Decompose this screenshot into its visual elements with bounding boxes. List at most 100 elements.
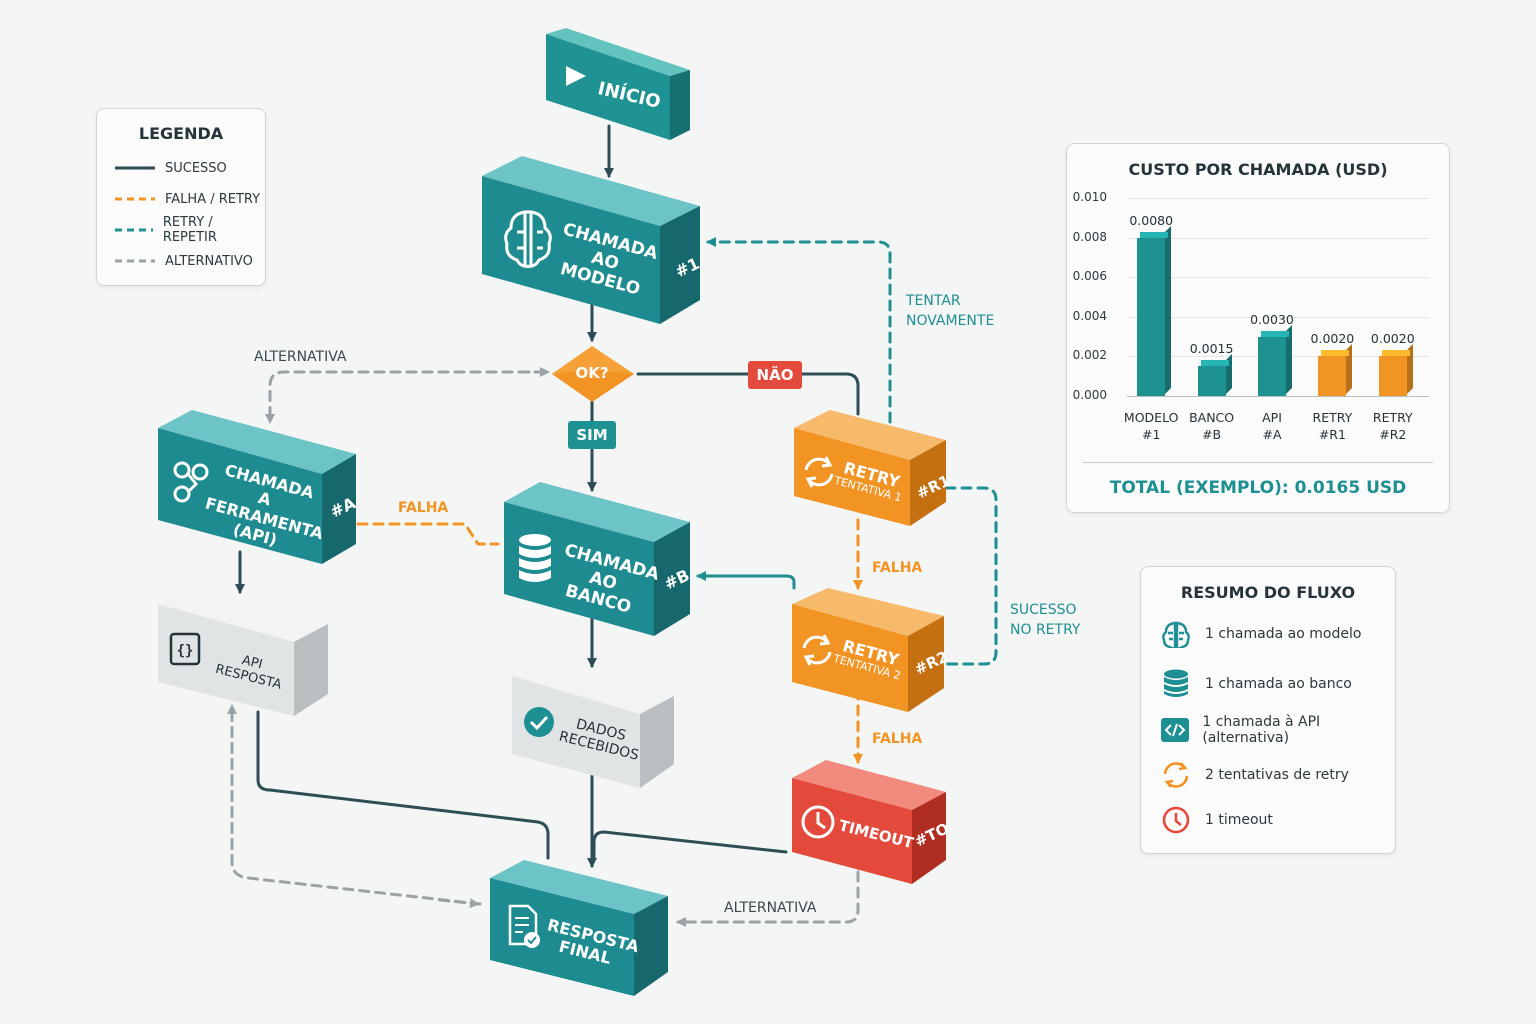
x-category-label: RETRY#R1 bbox=[1302, 410, 1362, 444]
grid-line bbox=[1127, 277, 1429, 279]
label-tentar: TENTAR NOVAMENTE bbox=[906, 291, 994, 331]
label-sucesso-line2: NO RETRY bbox=[1010, 622, 1081, 638]
label-sucesso-retry: SUCESSO NO RETRY bbox=[1010, 600, 1080, 640]
legend-line-teal bbox=[115, 228, 153, 232]
node-final[interactable] bbox=[490, 860, 668, 996]
node-inicio[interactable] bbox=[546, 28, 690, 140]
x-category-label: API#A bbox=[1242, 410, 1302, 444]
node-modelo[interactable] bbox=[482, 156, 700, 324]
label-alternativa-bottom: ALTERNATIVA bbox=[724, 900, 817, 916]
label-falha-api: FALHA bbox=[398, 500, 449, 516]
x-category-label: MODELO#1 bbox=[1121, 410, 1181, 444]
summary-text: 1 chamada ao modelo bbox=[1205, 626, 1362, 642]
label-alternativa-top: ALTERNATIVA bbox=[254, 349, 347, 365]
node-decisao[interactable] bbox=[552, 346, 634, 402]
cost-chart-panel: CUSTO POR CHAMADA (USD) 0.000 0.002 0.004 0… bbox=[1066, 143, 1450, 513]
chart-total: TOTAL (EXEMPLO): 0.0165 USD bbox=[1109, 478, 1407, 498]
node-api-resposta[interactable]: {} bbox=[158, 588, 328, 716]
summary-item-retry: 2 tentativas de retry bbox=[1159, 760, 1349, 790]
grid-line bbox=[1127, 237, 1429, 239]
x-category-line: RETRY bbox=[1372, 410, 1413, 425]
x-category-line: #R2 bbox=[1379, 426, 1407, 442]
decisao-label: OK? bbox=[575, 364, 609, 382]
summary-item-api: 1 chamada à API (alternativa) bbox=[1159, 714, 1395, 746]
y-tick-label: 0.000 bbox=[1072, 388, 1107, 402]
grid-line bbox=[1127, 396, 1429, 397]
summary-item-timeout: 1 timeout bbox=[1159, 805, 1273, 835]
bar-2 bbox=[1258, 336, 1286, 396]
edge-api-final bbox=[256, 710, 550, 860]
x-category-line: #A bbox=[1262, 426, 1282, 442]
node-banco[interactable] bbox=[504, 482, 690, 636]
grid-line bbox=[1127, 198, 1429, 199]
x-category-line: RETRY bbox=[1312, 410, 1353, 425]
database-icon bbox=[519, 534, 551, 582]
edge-timeout-final bbox=[592, 830, 788, 860]
edge-ferramenta-banco bbox=[356, 522, 500, 546]
legend-line-gray bbox=[115, 259, 155, 263]
summary-panel: RESUMO DO FLUXO 1 chamada ao modelo 1 ch… bbox=[1140, 566, 1396, 854]
node-dados[interactable] bbox=[512, 662, 674, 788]
node-retry2[interactable] bbox=[792, 588, 944, 712]
bar-value-label: 0.0015 bbox=[1189, 341, 1234, 357]
x-category-line: #R1 bbox=[1318, 426, 1346, 442]
bar-top-4 bbox=[1381, 350, 1410, 357]
legend-label: RETRY / REPETIR bbox=[162, 215, 217, 245]
label-falha-r1: FALHA bbox=[872, 560, 923, 576]
y-tick-label: 0.002 bbox=[1072, 348, 1107, 363]
bar-3 bbox=[1318, 356, 1347, 396]
edge-retry2-banco bbox=[696, 571, 796, 590]
bar-value-label: 0.0020 bbox=[1310, 331, 1355, 347]
x-category-line: MODELO bbox=[1123, 410, 1179, 425]
bar-side-0 bbox=[1165, 225, 1172, 394]
clock-icon bbox=[801, 805, 835, 839]
code-icon bbox=[1159, 715, 1190, 745]
summary-title: RESUMO DO FLUXO bbox=[1180, 583, 1356, 602]
summary-item-banco: 1 chamada ao banco bbox=[1159, 669, 1352, 699]
legend-panel: LEGENDA SUCESSO FALHA / RETRY RETRY / RE… bbox=[96, 108, 266, 286]
x-category-label: RETRY#R2 bbox=[1363, 410, 1423, 444]
bar-top-0 bbox=[1140, 231, 1169, 238]
document-check-icon bbox=[508, 904, 540, 948]
x-category-label: BANCO#B bbox=[1182, 410, 1242, 444]
summary-text: 1 chamada ao banco bbox=[1205, 676, 1352, 692]
badge-sim bbox=[568, 421, 616, 449]
tool-icon bbox=[173, 461, 209, 503]
node-retry1[interactable] bbox=[794, 410, 946, 526]
brain-icon bbox=[1159, 619, 1193, 649]
check-circle-icon bbox=[524, 707, 554, 737]
svg-text:{}: {} bbox=[177, 643, 194, 659]
bar-1 bbox=[1197, 366, 1226, 396]
nao-label: NÃO bbox=[756, 366, 794, 384]
clock-icon bbox=[1159, 805, 1193, 835]
edge-decisao-ferramenta bbox=[265, 370, 546, 424]
legend-item-alternativo: ALTERNATIVO bbox=[115, 251, 253, 271]
legend-line-orange bbox=[115, 197, 155, 201]
chart-divider bbox=[1083, 462, 1433, 463]
summary-text: 2 tentativas de retry bbox=[1205, 767, 1349, 783]
legend-title: LEGENDA bbox=[138, 124, 224, 143]
y-tick-label: 0.004 bbox=[1072, 308, 1107, 323]
play-icon bbox=[566, 66, 586, 86]
grid-line bbox=[1127, 316, 1429, 318]
summary-text: 1 timeout bbox=[1205, 812, 1273, 828]
edge-retry1-modelo bbox=[706, 237, 892, 424]
bar-value-label: 0.0030 bbox=[1250, 311, 1294, 327]
bar-top-2 bbox=[1261, 330, 1289, 337]
node-ferramenta[interactable] bbox=[158, 410, 356, 564]
brain-icon bbox=[504, 210, 552, 268]
chart-title: CUSTO POR CHAMADA (USD) bbox=[1128, 160, 1388, 179]
edge-timeout-final-alt bbox=[676, 870, 860, 927]
legend-item-falha: FALHA / RETRY bbox=[115, 189, 260, 209]
label-falha-r2: FALHA bbox=[872, 731, 923, 747]
node-timeout[interactable] bbox=[792, 760, 946, 884]
label-tentar-line1: TENTAR bbox=[906, 293, 961, 309]
edge-final-api-arrow bbox=[438, 898, 480, 909]
bar-top-1 bbox=[1200, 360, 1229, 367]
y-tick-label: 0.006 bbox=[1072, 269, 1107, 284]
label-sucesso-line1: SUCESSO bbox=[1010, 602, 1077, 618]
edge-final-api bbox=[227, 704, 482, 906]
edge-nao-retry1 bbox=[800, 372, 860, 416]
x-category-line: #1 bbox=[1141, 426, 1161, 442]
legend-label: SUCESSO bbox=[165, 160, 227, 176]
